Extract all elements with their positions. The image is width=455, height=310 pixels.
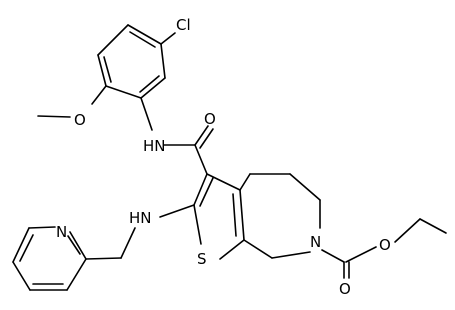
bond	[289, 173, 321, 201]
bond-c-cl	[160, 32, 176, 45]
bond	[239, 173, 251, 191]
bond-o-ch3	[37, 115, 71, 118]
chlorine-label: Cl	[176, 16, 191, 34]
double-bond-inner	[139, 75, 160, 93]
double-bond-inner	[129, 31, 156, 48]
bond-ch2-ch3	[419, 218, 447, 234]
bond-thiophene-nh	[159, 204, 195, 218]
chloromethoxyphenyl-ring	[97, 24, 166, 99]
ester-oxygen-label: O	[379, 236, 391, 254]
double-bond-inner	[199, 177, 214, 207]
bond	[105, 85, 142, 99]
bond	[69, 231, 87, 260]
bond	[140, 77, 166, 99]
bond-n-carbonyl	[321, 249, 345, 263]
bond-c-o-methoxy	[91, 85, 107, 105]
bond-c-o-ether	[345, 246, 377, 263]
double-bond-inner	[103, 56, 112, 83]
ester-carbonyl-oxygen-label: O	[339, 280, 351, 298]
bond	[12, 227, 30, 263]
amine-nh-label: HN	[129, 209, 152, 227]
bond	[97, 54, 107, 87]
bond-carbonyl-thiophene	[194, 144, 208, 175]
bond	[160, 43, 166, 79]
bond	[193, 204, 202, 245]
bond	[193, 173, 208, 206]
bond	[271, 251, 311, 259]
double-bond-inner	[232, 193, 237, 237]
bond-c-o-amide-double	[199, 128, 214, 149]
bond-o-ch2	[394, 218, 421, 243]
bond-ch2-pyridine	[85, 257, 122, 260]
thiophene-ring	[193, 173, 245, 260]
amide-oxygen-label: O	[204, 110, 216, 128]
bond-c-o-amide	[194, 125, 209, 146]
double-bond-inner	[67, 235, 81, 255]
bond	[97, 24, 129, 56]
pyridine-ring	[12, 226, 87, 291]
bond	[28, 226, 56, 229]
ethyl-ester-group	[321, 218, 447, 279]
bond	[243, 239, 273, 259]
bond	[127, 24, 162, 45]
bond	[12, 261, 31, 291]
bond-aryl-nh	[140, 97, 153, 131]
amide-nh-label: HN	[143, 137, 166, 155]
bond	[66, 258, 87, 291]
bond	[206, 173, 241, 191]
methoxy-oxygen-label: O	[74, 111, 86, 129]
sulfur-label: S	[197, 250, 207, 268]
pyridine-nitrogen-label: N	[56, 223, 67, 241]
tetrahydropyridine-ring	[239, 173, 321, 259]
ring-nitrogen-label: N	[310, 233, 321, 251]
bond	[239, 189, 245, 241]
bond	[219, 239, 245, 260]
double-bond-inner	[19, 234, 34, 262]
bond-nh-ch2	[120, 227, 136, 259]
